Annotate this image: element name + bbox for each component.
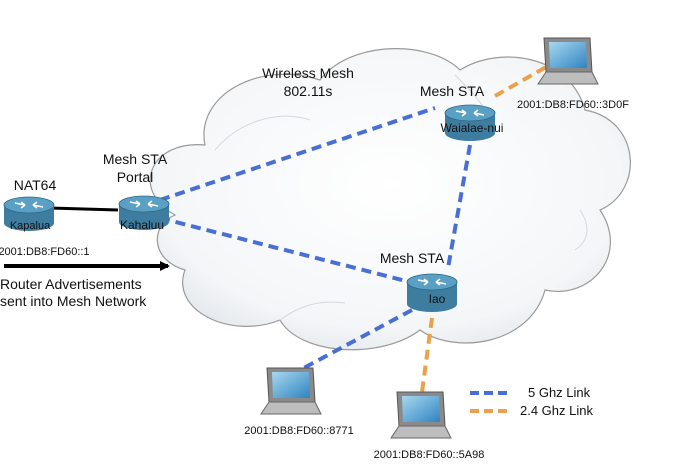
kapalua-name: Kapalua	[10, 220, 51, 232]
kahaluu-name: Kahaluu	[120, 218, 164, 232]
router-iao	[406, 273, 458, 312]
link-2ghz-waialae-laptop-top-right	[494, 60, 556, 98]
annotation-line1: Router Advertisements	[0, 276, 142, 292]
router-arrows-icon	[129, 200, 159, 208]
laptop-bottom-left	[260, 367, 322, 415]
kapalua-role: NAT64	[14, 177, 57, 193]
links	[49, 60, 556, 393]
laptop-icon	[390, 391, 452, 439]
router-arrows-icon	[14, 201, 44, 209]
link-5ghz-kahaluu-waialae	[159, 106, 436, 202]
link-5ghz-iao-laptop-bottom-left	[299, 308, 413, 372]
laptop-top-right-address: 2001:DB8:FD60::3D0F	[517, 99, 629, 111]
kahaluu-role-line1: Mesh STA	[103, 151, 168, 167]
cloud-title-line1: Wireless Mesh	[262, 65, 354, 81]
laptop-bottom-center	[390, 391, 452, 439]
link-5ghz-waialae-iao	[446, 144, 472, 269]
laptop-icon	[260, 367, 322, 415]
waialae-name: Waialae-nui	[441, 121, 504, 135]
router-kahaluu	[118, 195, 170, 230]
router-arrows-icon	[455, 109, 485, 117]
laptop-bottom-left-address: 2001:DB8:FD60::8771	[244, 425, 353, 437]
legend-2ghz-label: 2.4 Ghz Link	[520, 403, 593, 418]
router-arrows-icon	[417, 278, 447, 286]
wireless-mesh-cloud: Wireless Mesh 802.11s	[149, 48, 631, 351]
link-2ghz-iao-laptop-bottom-center	[420, 317, 434, 393]
iao-role: Mesh STA	[380, 250, 445, 266]
annotation-line2: sent into Mesh Network	[0, 293, 147, 309]
laptop-top-right	[537, 37, 599, 85]
router-kapalua	[3, 196, 55, 231]
waialae-role: Mesh STA	[420, 83, 485, 99]
legend: 5 Ghz Link 2.4 Ghz Link	[470, 385, 593, 418]
wired-link-kapalua-kahaluu	[49, 206, 119, 212]
iao-name: Iao	[429, 292, 446, 306]
kapalua-address: 2001:DB8:FD60::1	[0, 246, 90, 258]
kahaluu-role-line2: Portal	[117, 169, 154, 185]
legend-5ghz-label: 5 Ghz Link	[528, 385, 591, 400]
link-5ghz-kahaluu-iao	[159, 216, 411, 284]
cloud-title-line2: 802.11s	[284, 83, 333, 99]
laptop-icon	[537, 37, 599, 85]
router-waialae-nui	[444, 104, 496, 141]
laptop-bottom-center-address: 2001:DB8:FD60::5A98	[374, 449, 485, 461]
